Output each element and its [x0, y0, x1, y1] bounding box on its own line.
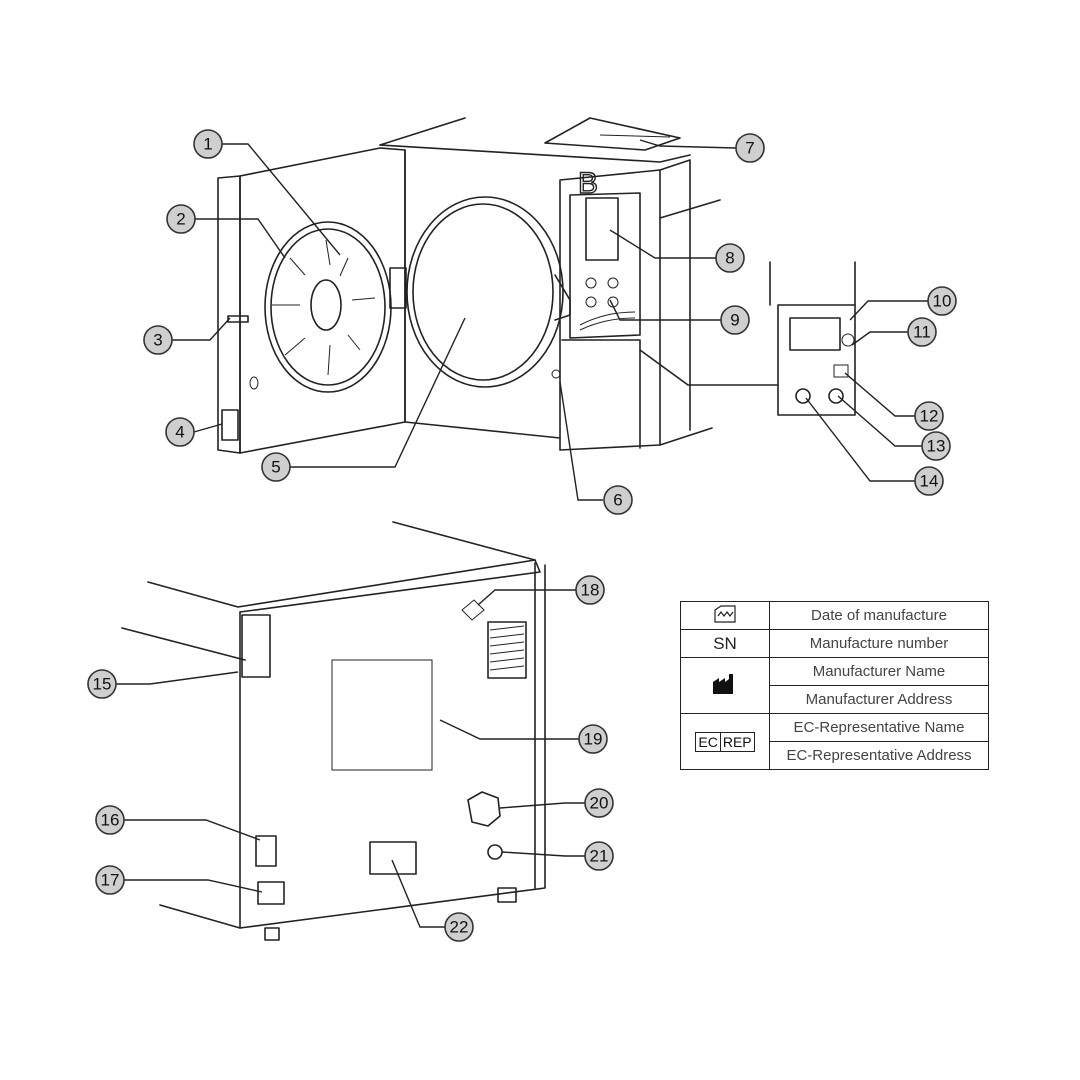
- callout-6: 6: [603, 485, 633, 515]
- svg-text:16: 16: [101, 811, 120, 830]
- manufacturer-icon: [680, 657, 770, 714]
- symbol-legend-table: Date of manufacture SN Manufacture numbe…: [680, 601, 989, 770]
- svg-text:7: 7: [745, 139, 754, 158]
- callout-16: 16: [95, 805, 125, 835]
- svg-text:22: 22: [450, 918, 469, 937]
- callout-14: 14: [914, 466, 944, 496]
- legend-label: EC-Representative Address: [769, 741, 989, 770]
- callout-22: 22: [444, 912, 474, 942]
- svg-text:5: 5: [271, 458, 280, 477]
- callout-11: 11: [907, 317, 937, 347]
- callout-8: 8: [715, 243, 745, 273]
- svg-text:19: 19: [584, 730, 603, 749]
- legend-label: Manufacture number: [769, 629, 989, 658]
- callout-12: 12: [914, 401, 944, 431]
- callout-3: 3: [143, 325, 173, 355]
- svg-text:12: 12: [920, 407, 939, 426]
- svg-text:20: 20: [590, 794, 609, 813]
- callout-17: 17: [95, 865, 125, 895]
- callout-7: 7: [735, 133, 765, 163]
- legend-label: Manufacturer Address: [769, 685, 989, 714]
- callout-15: 15: [87, 669, 117, 699]
- svg-text:1: 1: [203, 135, 212, 154]
- svg-text:11: 11: [913, 323, 931, 342]
- svg-text:17: 17: [101, 871, 120, 890]
- callout-1: 1: [193, 129, 223, 159]
- svg-text:3: 3: [153, 331, 162, 350]
- svg-text:9: 9: [730, 311, 739, 330]
- callout-4: 4: [165, 417, 195, 447]
- svg-text:6: 6: [613, 491, 622, 510]
- callout-18: 18: [575, 575, 605, 605]
- rear-view: [121, 521, 546, 941]
- front-view: B: [217, 117, 856, 454]
- legend-label: Manufacturer Name: [769, 657, 989, 686]
- svg-text:10: 10: [933, 292, 952, 311]
- svg-text:B: B: [578, 167, 598, 200]
- svg-text:4: 4: [175, 423, 184, 442]
- callout-21: 21: [584, 841, 614, 871]
- legend-row: SN Manufacture number: [680, 629, 989, 658]
- callout-19: 19: [578, 724, 608, 754]
- legend-label: EC-Representative Name: [769, 713, 989, 742]
- callout-9: 9: [720, 305, 750, 335]
- leader-lines: [116, 139, 928, 928]
- callout-13: 13: [921, 431, 951, 461]
- legend-row: Manufacturer Name: [680, 657, 989, 714]
- serial-number-symbol: SN: [680, 629, 770, 658]
- date-of-manufacture-icon: [680, 601, 770, 630]
- callout-10: 10: [927, 286, 957, 316]
- callout-5: 5: [261, 452, 291, 482]
- svg-text:21: 21: [590, 847, 609, 866]
- svg-text:2: 2: [176, 210, 185, 229]
- svg-text:8: 8: [725, 249, 734, 268]
- callout-2: 2: [166, 204, 196, 234]
- svg-text:18: 18: [581, 581, 600, 600]
- legend-row: EC-Representative Address: [681, 741, 989, 770]
- svg-text:13: 13: [927, 437, 946, 456]
- svg-text:14: 14: [920, 472, 939, 491]
- legend-row: Date of manufacture: [680, 601, 989, 630]
- legend-label: Date of manufacture: [769, 601, 989, 630]
- svg-text:15: 15: [93, 675, 112, 694]
- callout-20: 20: [584, 788, 614, 818]
